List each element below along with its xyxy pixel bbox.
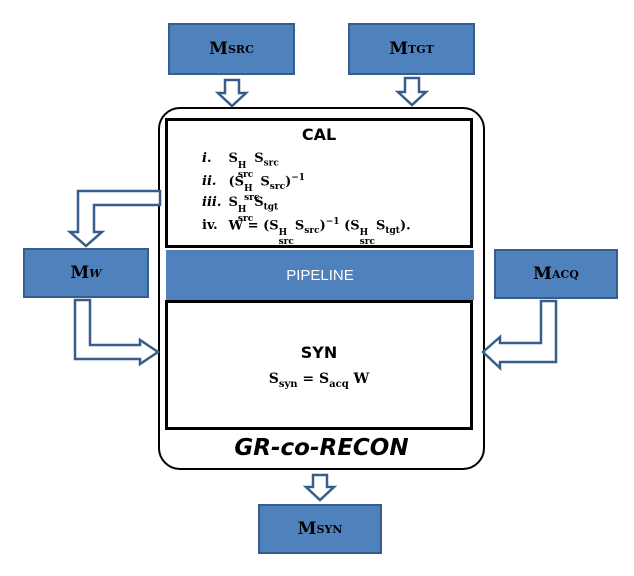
arrow-recon-to-msyn <box>302 473 338 502</box>
diagram-title: GR-co-RECON <box>234 435 409 461</box>
arrow-mw-to-syn <box>73 298 161 367</box>
arrow-cal-to-mw <box>66 189 162 248</box>
cal-title: CAL <box>301 125 337 144</box>
pipeline-band: PIPELINE <box>166 250 474 300</box>
syn-equation: Ssyn = Sacq W <box>268 371 370 390</box>
arrow-src-to-cal <box>214 78 250 108</box>
syn-block: SYN Ssyn = Sacq W <box>165 300 473 430</box>
arrow-tgt-to-cal <box>394 76 430 107</box>
pipeline-label: PIPELINE <box>286 266 354 284</box>
syn-title: SYN <box>300 343 338 362</box>
arrow-acq-to-syn <box>481 299 558 371</box>
